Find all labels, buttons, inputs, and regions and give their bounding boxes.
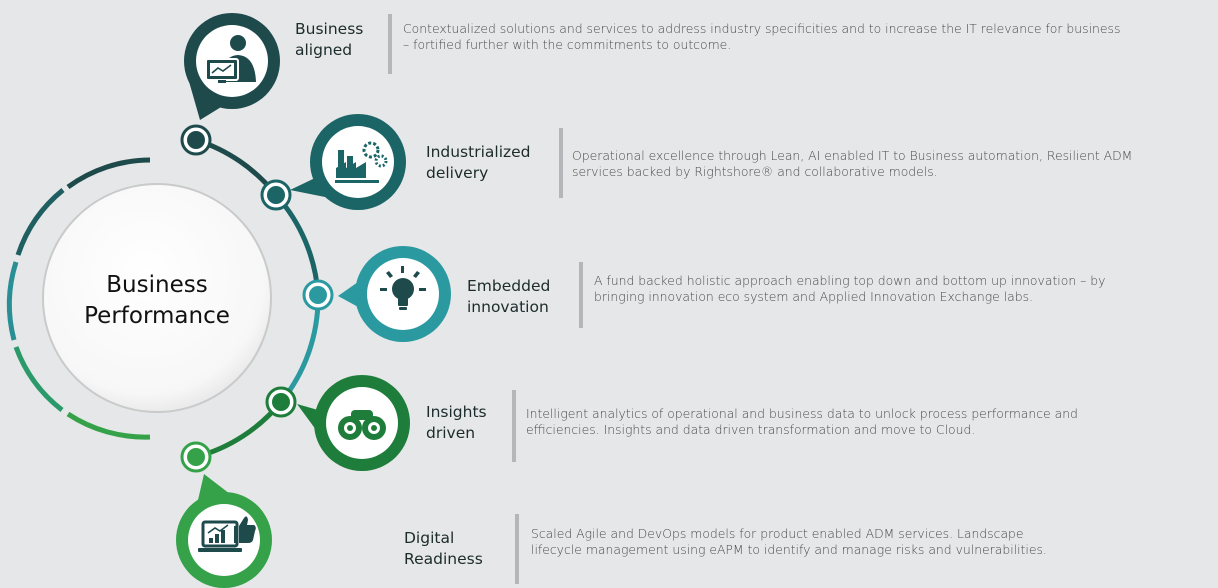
item-title-insights-driven: Insights driven [426,402,487,444]
center-label-line1: Business [106,272,208,298]
item-title-line2: Readiness [404,550,483,568]
item-title-business-aligned: Business aligned [295,19,363,61]
divider-bar [559,128,563,198]
factory-gears-icon [335,141,388,183]
divider-bar [579,262,583,328]
item-title-line1: Industrialized [426,143,531,161]
item-title-line2: innovation [467,298,549,316]
item-title-industrialized-delivery: Industrialized delivery [426,142,531,184]
bubble-business-aligned [184,13,280,120]
item-desc-business-aligned: Contextualized solutions and services to… [403,21,1218,53]
item-title-line1: Embedded [467,277,551,295]
bubble-embedded-innovation [338,246,451,342]
node-dot-5 [180,441,212,473]
item-desc-industrialized-delivery: Operational excellence through Lean, AI … [572,148,1218,180]
item-desc-insights-driven: Intelligent analytics of operational and… [526,406,1216,438]
desc-line: Intelligent analytics of operational and… [526,406,1078,421]
item-desc-digital-readiness: Scaled Agile and DevOps models for produ… [531,526,1191,558]
desc-line: lifecycle management using eAPM to ident… [531,542,1047,557]
desc-line: services backed by Rightshore® and colla… [572,164,938,179]
bubble-insights-driven [297,375,410,471]
desc-line: Scaled Agile and DevOps models for produ… [531,526,1024,541]
divider-bar [515,514,519,584]
item-title-line2: delivery [426,164,489,182]
divider-bar [388,14,392,74]
center-label: Business Performance [52,270,262,332]
laptop-thumbs-up-icon [198,516,256,552]
arc-nodes [180,124,334,473]
item-title-line1: Digital [404,529,455,547]
lightbulb-icon [380,266,426,310]
item-title-line2: aligned [295,41,353,59]
node-dot-1 [180,124,212,156]
divider-bar [512,390,516,462]
node-dot-3 [302,279,334,311]
desc-line: Operational excellence through Lean, AI … [572,148,1133,163]
item-title-digital-readiness: Digital Readiness [404,528,483,570]
item-title-embedded-innovation: Embedded innovation [467,276,550,318]
bubble-digital-readiness [176,474,272,588]
item-title-line1: Business [295,20,364,38]
center-circle [42,183,272,413]
item-title-line2: driven [426,424,476,442]
node-dot-2 [260,179,292,211]
item-title-line1: Insights [426,403,487,421]
item-desc-embedded-innovation: A fund backed holistic approach enabling… [594,273,1214,305]
bubble-industrialized-delivery [290,114,406,210]
desc-line: A fund backed holistic approach enabling… [594,273,1106,288]
center-label-line2: Performance [84,303,230,329]
outer-arc [6,157,151,440]
desc-line: bringing innovation eco system and Appli… [594,289,1034,304]
binoculars-icon [338,410,386,440]
desc-line: efficiencies. Insights and data driven t… [526,422,976,437]
desc-line: – fortified further with the commitments… [403,37,732,52]
user-analytics-icon [205,35,256,83]
desc-line: Contextualized solutions and services to… [403,21,1121,36]
node-dot-4 [265,386,297,418]
